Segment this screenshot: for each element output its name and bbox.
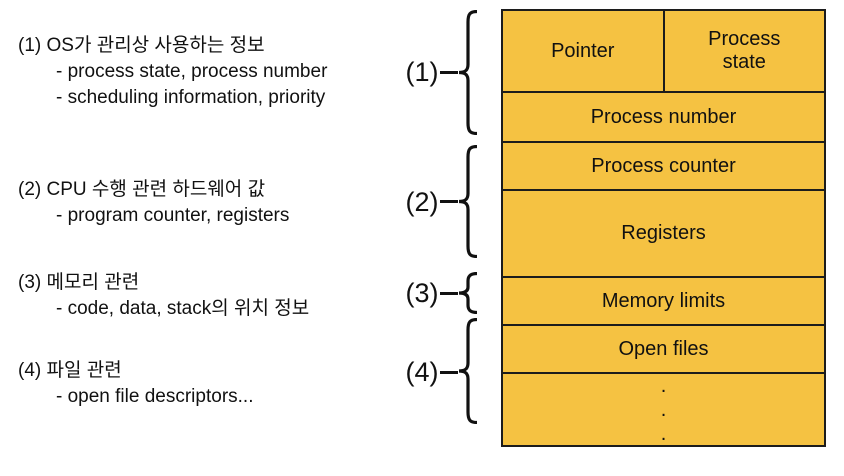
ellipsis-dot: . [660,422,667,445]
ellipsis-dot: . [660,398,667,421]
pcb-cell-process-state: Process state [665,11,825,91]
note-group-4: (4) 파일 관련 - open file descriptors... [18,358,253,410]
brace-group-1-icon [458,10,478,135]
group-label-3: (3) [405,278,439,308]
brace-group-4-icon [458,318,478,424]
group-label-4: (4) [405,357,439,387]
note-item: - program counter, registers [56,205,290,226]
pcb-cell-process-state-label: Process state [708,28,781,73]
note-item: - open file descriptors... [56,386,254,407]
pcb-table: Pointer Process state Process number Pro… [501,9,826,447]
brace-tick-4 [440,371,458,374]
note-group-3: (3) 메모리 관련 - code, data, stack의 위치 정보 [18,270,309,322]
pcb-cell-memory-limits: Memory limits [503,278,824,326]
group-label-1: (1) [405,57,439,87]
ellipsis-dot: . [660,374,667,397]
note-heading-4: (4) 파일 관련 [18,360,122,381]
group-label-2: (2) [405,187,439,217]
brace-tick-3 [440,292,458,295]
brace-group-3-icon [458,272,478,314]
pcb-row-pointer-state: Pointer Process state [503,11,824,93]
note-group-1: (1) OS가 관리상 사용하는 정보 - process state, pro… [18,33,327,111]
brace-tick-2 [440,200,458,203]
pcb-cell-pointer: Pointer [503,11,665,91]
note-heading-3: (3) 메모리 관련 [18,272,140,293]
brace-tick-1 [440,71,458,74]
note-group-2: (2) CPU 수행 관련 하드웨어 값 - program counter, … [18,177,289,229]
pcb-cell-open-files: Open files [503,326,824,374]
pcb-cell-process-counter: Process counter [503,143,824,191]
note-item: - code, data, stack의 위치 정보 [56,298,310,319]
note-item: - scheduling information, priority [56,87,326,108]
note-heading-2: (2) CPU 수행 관련 하드웨어 값 [18,179,266,200]
brace-group-2-icon [458,145,478,258]
pcb-cell-registers: Registers [503,191,824,278]
pcb-cell-ellipsis: . . . [503,374,824,445]
note-heading-1: (1) OS가 관리상 사용하는 정보 [18,35,265,56]
note-item: - process state, process number [56,61,328,82]
pcb-cell-process-number: Process number [503,93,824,143]
